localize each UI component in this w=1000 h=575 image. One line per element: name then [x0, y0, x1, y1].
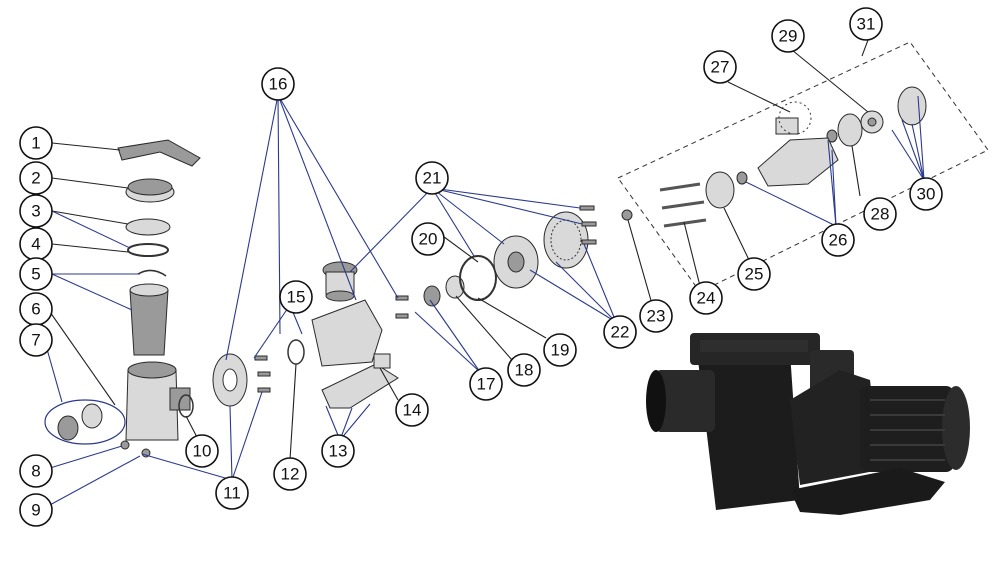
svg-text:24: 24	[697, 289, 716, 308]
callout-29: 29	[771, 19, 805, 53]
part-strainer-basket-rim	[129, 283, 169, 297]
svg-text:13: 13	[329, 442, 348, 461]
svg-text:18: 18	[515, 361, 534, 380]
svg-text:22: 22	[611, 323, 630, 342]
callout-18: 18	[507, 353, 541, 387]
part-mechanical-seal	[423, 285, 441, 307]
svg-text:8: 8	[31, 462, 40, 481]
part-bearing-rear	[826, 129, 838, 143]
svg-text:28: 28	[871, 205, 890, 224]
callout-13: 13	[321, 434, 355, 468]
callout-19: 19	[543, 333, 577, 367]
part-tie-rods	[659, 182, 707, 228]
callout-25: 25	[737, 257, 771, 291]
svg-text:23: 23	[647, 307, 666, 326]
svg-text:5: 5	[31, 265, 40, 284]
part-motor-endcap	[837, 113, 863, 147]
part-motor	[757, 101, 839, 187]
svg-text:20: 20	[419, 230, 438, 249]
callout-10: 10	[185, 434, 219, 468]
part-diffuser-oring	[459, 255, 497, 301]
svg-text:31: 31	[857, 15, 876, 34]
motor-assembly-group	[617, 41, 989, 293]
part-lid	[125, 218, 171, 236]
part-impeller-nut	[621, 209, 633, 221]
callout-7: 7	[19, 323, 53, 357]
callouts: 1 2 3 4 5 6 7 8 9 10 11 12 13 14 15 16 1…	[19, 7, 943, 527]
svg-text:26: 26	[829, 231, 848, 250]
part-bearing-front	[736, 171, 748, 185]
svg-text:3: 3	[31, 202, 40, 221]
part-diffuser-vanes	[550, 219, 582, 261]
callout-9: 9	[19, 493, 53, 527]
callout-5: 5	[19, 257, 53, 291]
leader-lines	[44, 39, 925, 507]
svg-text:14: 14	[403, 401, 422, 420]
part-fan-cover	[897, 86, 927, 126]
svg-text:15: 15	[287, 288, 306, 307]
part-lid-oring	[127, 243, 169, 257]
svg-text:19: 19	[551, 341, 570, 360]
part-strainer-basket	[129, 289, 169, 356]
svg-text:25: 25	[745, 265, 764, 284]
callout-12: 12	[273, 457, 307, 491]
callout-8: 8	[19, 454, 53, 488]
svg-text:16: 16	[269, 75, 288, 94]
svg-text:29: 29	[779, 27, 798, 46]
svg-text:30: 30	[917, 185, 936, 204]
callout-21: 21	[415, 161, 449, 195]
part-basket-clip	[137, 269, 167, 277]
callout-27: 27	[703, 50, 737, 84]
assembled-pump	[646, 333, 970, 515]
svg-text:4: 4	[31, 235, 40, 254]
callout-1: 1	[19, 126, 53, 160]
callout-26: 26	[821, 223, 855, 257]
part-prefilter-top	[127, 361, 177, 379]
callout-4: 4	[19, 227, 53, 261]
svg-text:2: 2	[31, 169, 40, 188]
svg-text:9: 9	[31, 501, 40, 520]
part-flange-adapter	[212, 353, 271, 407]
svg-text:27: 27	[711, 58, 730, 77]
part-lid-ring-top	[127, 178, 173, 196]
part-lid-wrench	[117, 139, 201, 167]
exploded-parts	[44, 86, 927, 458]
svg-text:1: 1	[31, 134, 40, 153]
callout-31: 31	[849, 7, 883, 41]
callout-28: 28	[863, 197, 897, 231]
svg-text:17: 17	[477, 375, 496, 394]
callout-24: 24	[689, 281, 723, 315]
callout-20: 20	[411, 222, 445, 256]
part-union-fittings	[44, 399, 126, 445]
callout-3: 3	[19, 194, 53, 228]
part-motor-flange	[705, 171, 735, 209]
part-pump-volute	[311, 261, 383, 367]
callout-17: 17	[469, 367, 503, 401]
svg-text:10: 10	[193, 442, 212, 461]
part-base-bracket	[321, 363, 399, 409]
part-bracket-block	[373, 353, 391, 369]
svg-text:11: 11	[223, 484, 241, 503]
callout-30: 30	[909, 177, 943, 211]
svg-text:6: 6	[31, 300, 40, 319]
callout-14: 14	[395, 393, 429, 427]
part-drain-plug-a	[120, 440, 130, 450]
svg-text:12: 12	[281, 465, 300, 484]
part-impeller-hub	[507, 251, 525, 273]
callout-23: 23	[639, 299, 673, 333]
motor-assembly-outline	[617, 41, 989, 293]
callout-11: 11	[215, 476, 249, 510]
part-cooling-fan	[860, 110, 884, 134]
callout-22: 22	[603, 315, 637, 349]
callout-2: 2	[19, 161, 53, 195]
svg-text:21: 21	[423, 169, 442, 188]
callout-15: 15	[279, 280, 313, 314]
callout-16: 16	[261, 67, 295, 101]
callout-6: 6	[19, 292, 53, 326]
svg-text:7: 7	[31, 331, 40, 350]
part-housing-oring	[287, 339, 305, 365]
